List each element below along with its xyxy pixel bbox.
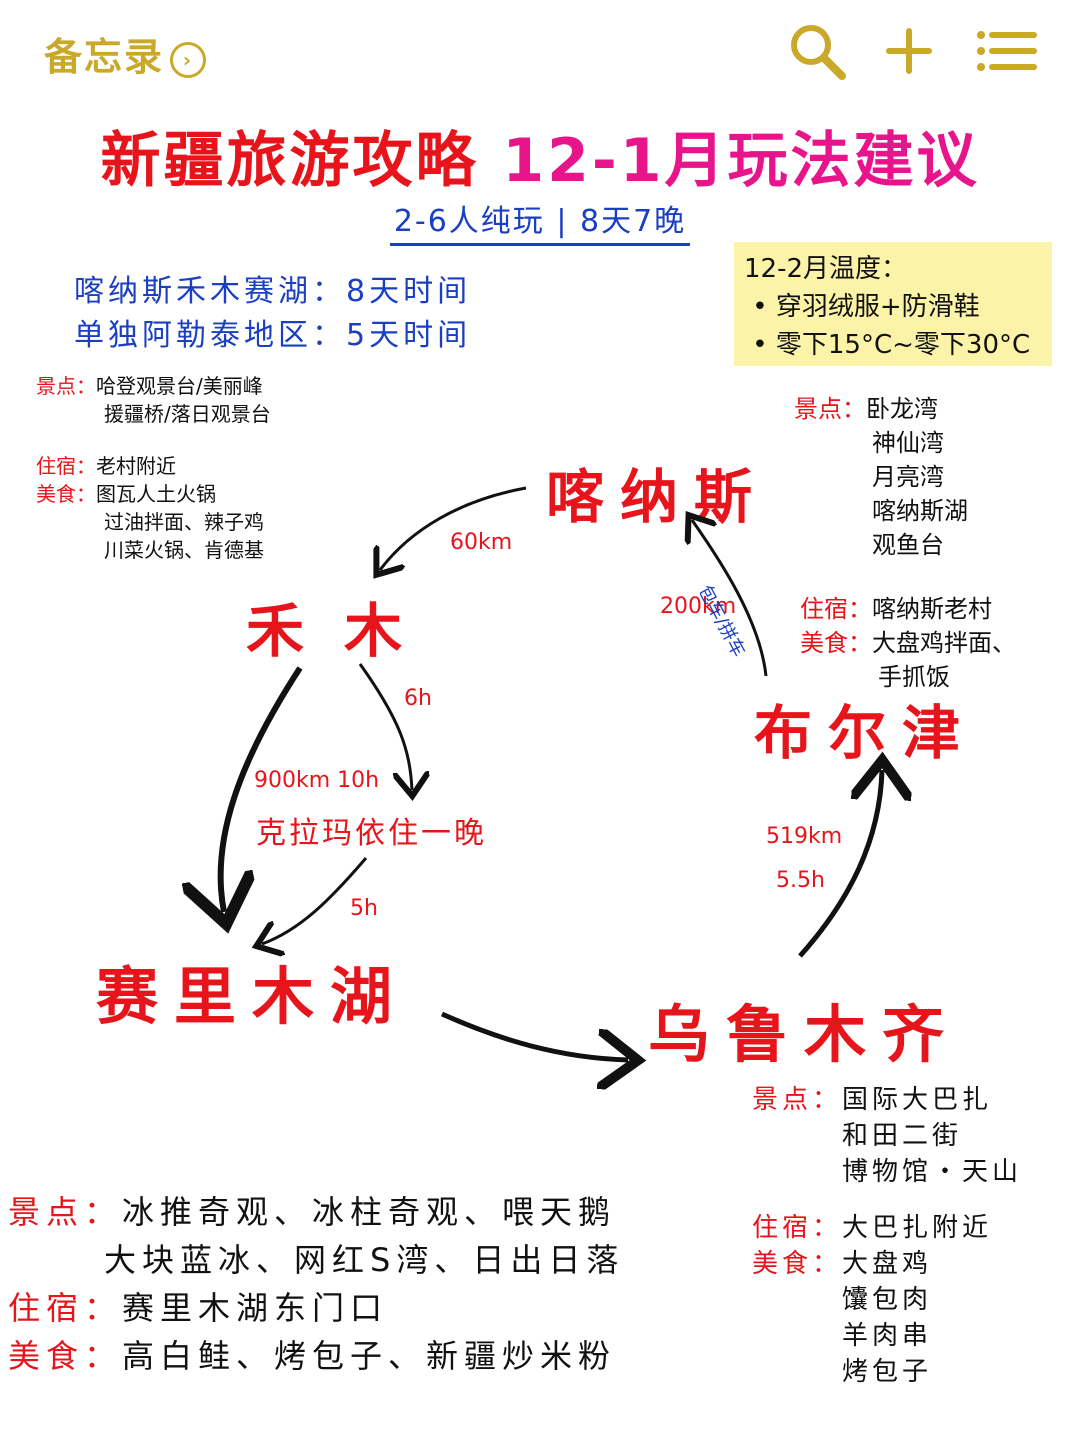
distance-hemu-kanas: 60km	[450, 530, 513, 555]
sayram-info: 景点：冰推奇观、冰柱奇观、喂天鹅 大块蓝冰、网红S湾、日出日落 住宿：赛里木湖东…	[8, 1193, 625, 1375]
arrow-urumqi-burqin	[798, 770, 882, 958]
temperature-note: 12-2月温度： • 穿羽绒服+防滑鞋 • 零下15°C~零下30°C	[734, 242, 1052, 366]
arrow-sayram-urumqi	[440, 1011, 628, 1060]
kanas-stay-food: 住宿：喀纳斯老村 美食：大盘鸡拌面、 手抓饭	[800, 595, 1016, 691]
arrow-kelamayi-sayram	[262, 857, 368, 944]
back-label: 备忘录	[44, 35, 165, 79]
plus-icon[interactable]	[886, 28, 932, 74]
arrow-hemu-kelamayi	[358, 663, 412, 790]
hemu-info: 景点：哈登观景台/美丽峰 援疆桥/落日观景台 住宿：老村附近 美食：图瓦人土火锅…	[36, 374, 271, 562]
city-sayram: 赛里木湖	[96, 960, 409, 1033]
distance-hemu-sayram: 900km 10h	[254, 768, 380, 793]
chevron-right-icon: ›	[170, 41, 207, 78]
urumqi-info: 景点：国际大巴扎 和田二街 博物馆・天山 住宿：大巴扎附近 美食：大盘鸡 馕包肉…	[752, 1085, 1023, 1387]
arrow-burqin-kanas	[692, 520, 768, 677]
distance-urumqi-burqin: 519km	[766, 824, 843, 849]
list-icon[interactable]	[976, 30, 1038, 72]
page-title: 新疆旅游攻略 12-1月玩法建议	[0, 112, 1080, 199]
distance-burqin-kanas: 200km	[660, 594, 737, 619]
city-kanas: 喀纳斯	[546, 463, 769, 531]
arrow-kanas-hemu	[380, 486, 527, 570]
route-duration-1: 喀纳斯禾木赛湖：8天时间	[74, 274, 472, 309]
time-hemu-kelamayi: 6h	[404, 686, 432, 711]
kanas-info: 景点：卧龙湾 神仙湾 月亮湾 喀纳斯湖 观鱼台	[794, 395, 968, 559]
search-icon[interactable]	[788, 22, 846, 80]
route-duration-2: 单独阿勒泰地区：5天时间	[74, 318, 472, 353]
temperature-item: • 穿羽绒服+防滑鞋	[744, 292, 980, 322]
kelamayi-note: 克拉玛依住一晚	[256, 816, 487, 851]
page-subtitle: 2-6人纯玩 | 8天7晚	[0, 196, 1080, 246]
time-urumqi-burqin: 5.5h	[776, 868, 825, 893]
title-part2: 12-1月玩法建议	[502, 126, 980, 196]
arrow-hemu-sayram	[221, 666, 303, 912]
city-urumqi: 乌鲁木齐	[648, 998, 961, 1071]
title-part1: 新疆旅游攻略	[100, 126, 479, 196]
back-button[interactable]: 备忘录›	[44, 26, 207, 81]
temperature-heading: 12-2月温度：	[744, 254, 908, 284]
temperature-item: • 零下15°C~零下30°C	[744, 330, 1031, 360]
city-hemu: 禾木	[246, 597, 443, 665]
time-kelamayi-sayram: 5h	[350, 896, 378, 921]
